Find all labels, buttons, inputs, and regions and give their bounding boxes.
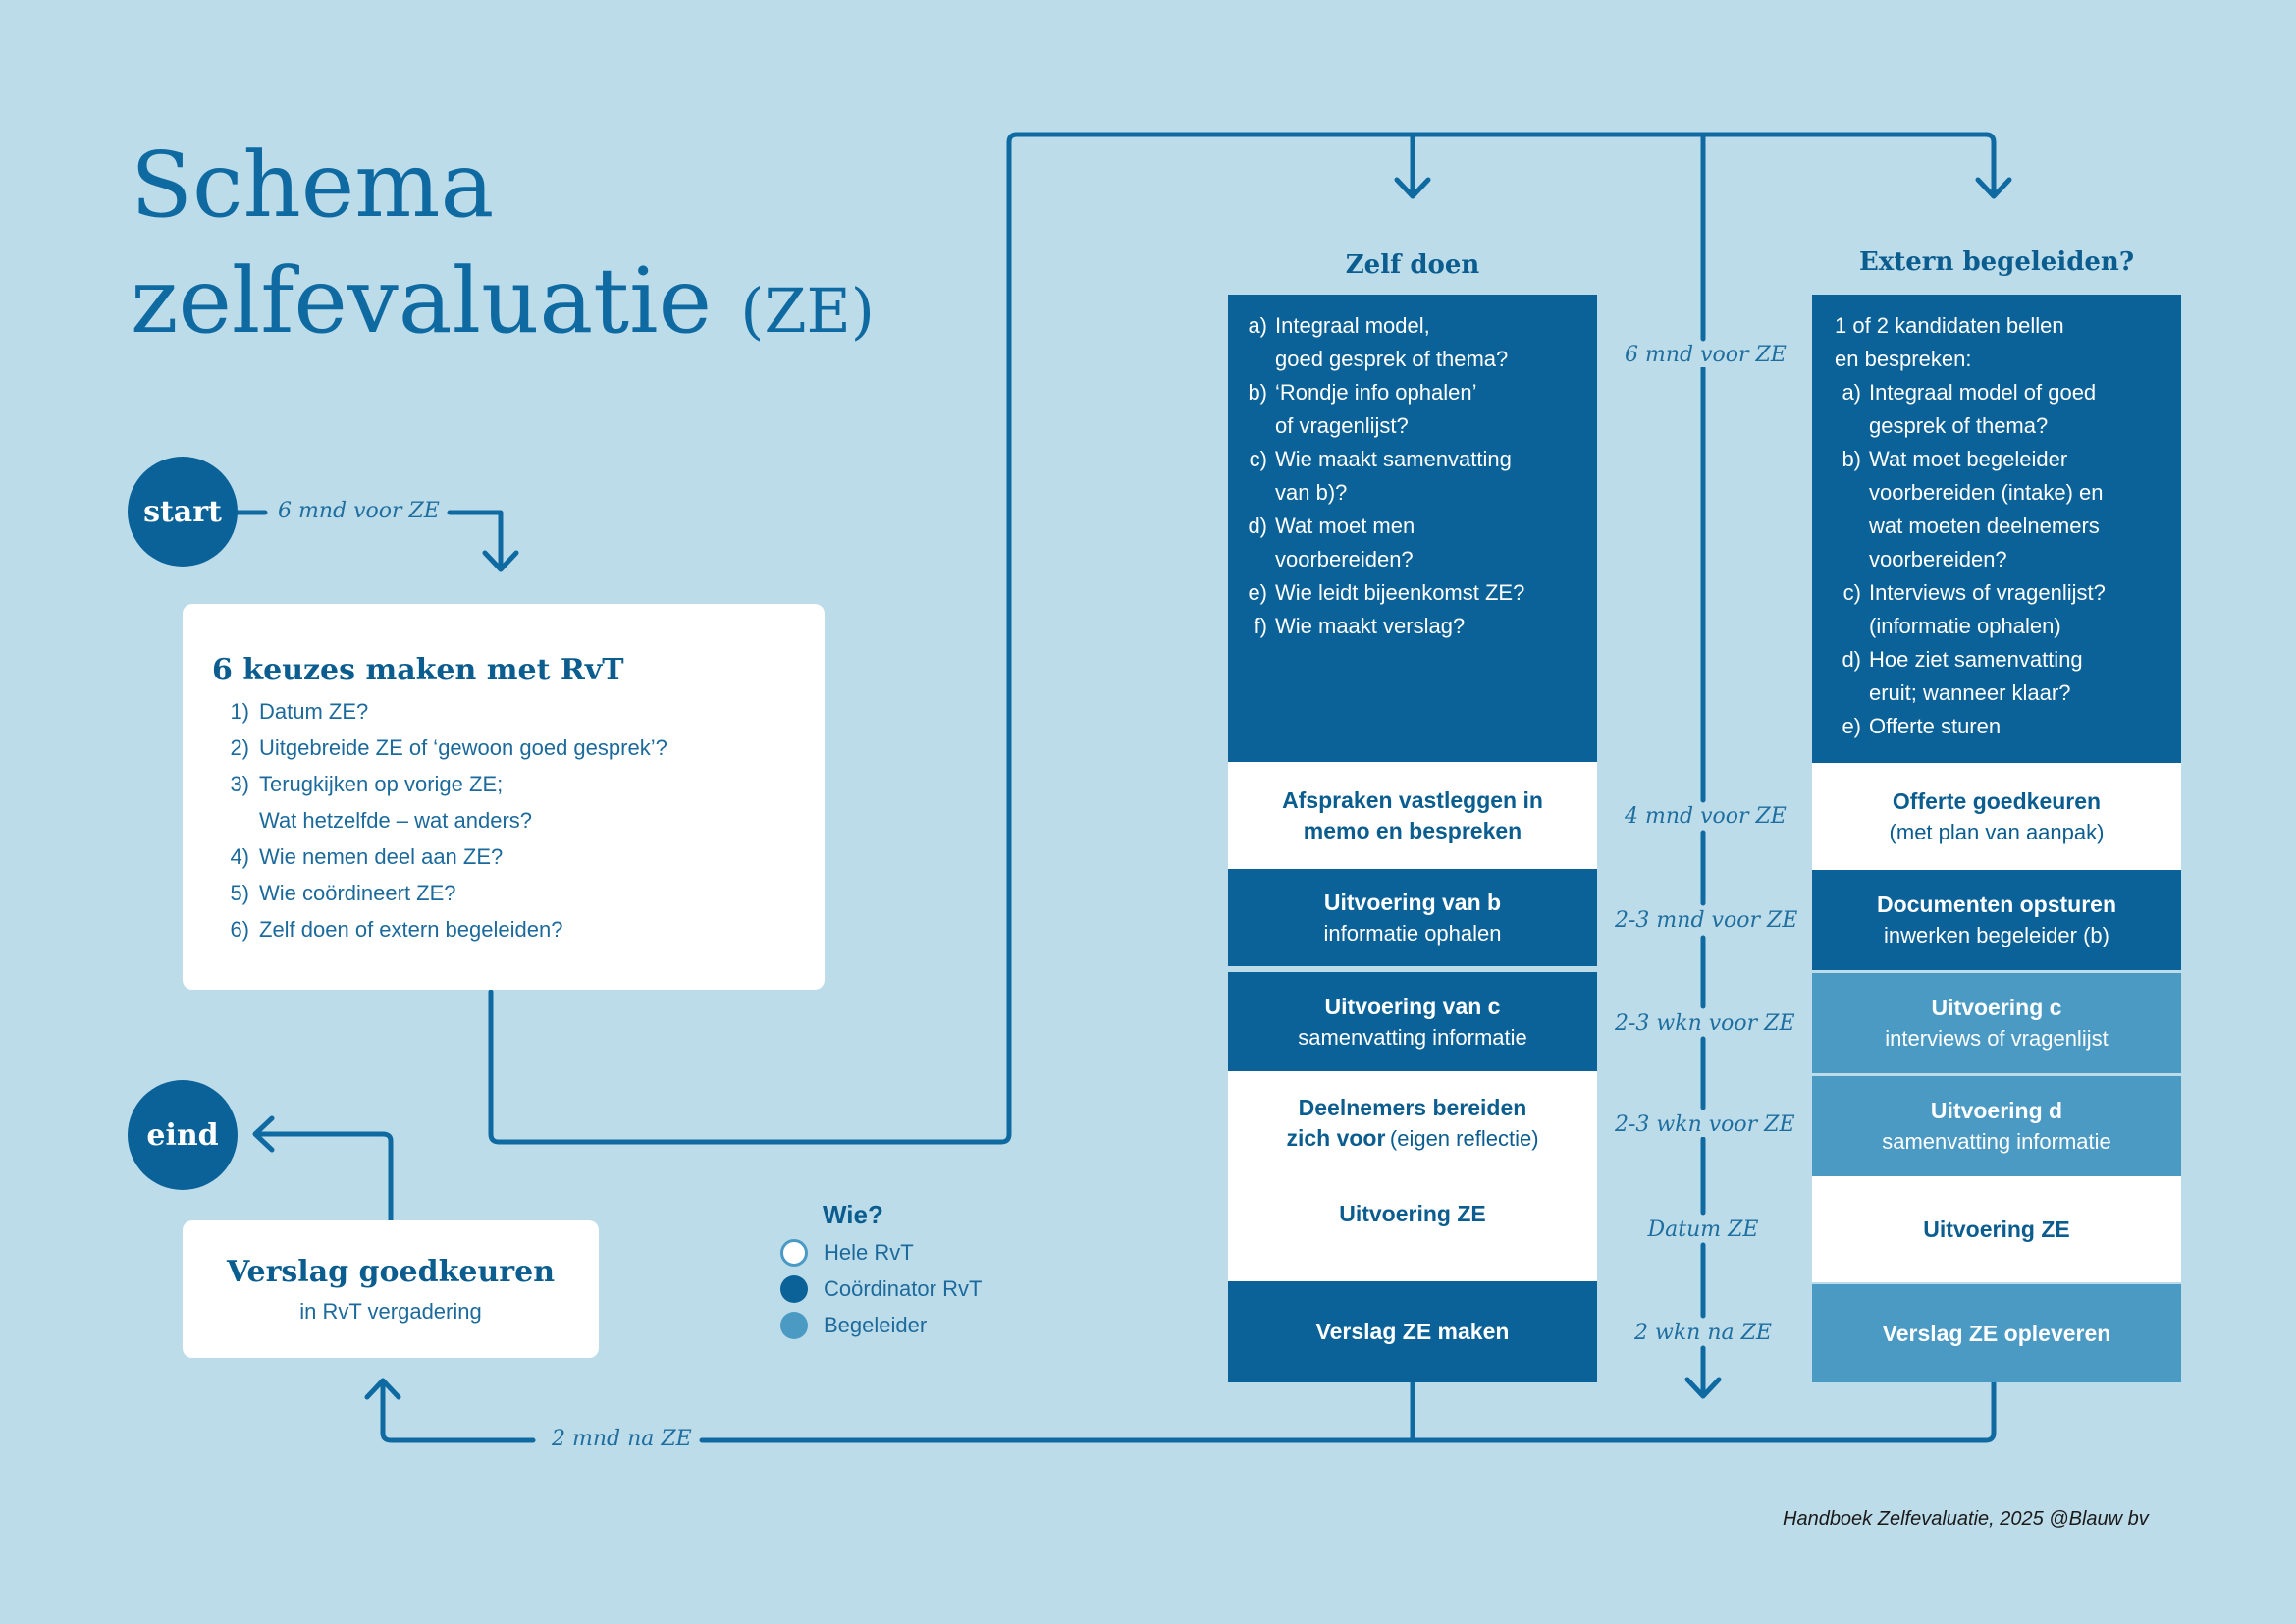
choice-item: 4)Wie nemen deel aan ZE?	[230, 844, 504, 869]
legend-item-begeleider: Begeleider	[780, 1312, 927, 1339]
zelf-doen-heading: Zelf doen	[1345, 250, 1480, 280]
page-title: Schema zelfevaluatie (ZE)	[131, 128, 875, 369]
legend-dot	[780, 1239, 808, 1267]
extern-questions-list: 1 of 2 kandidaten bellen en bespreken: a…	[1835, 309, 2106, 743]
timeline-label: 2-3 wkn voor ZE	[1615, 1011, 1795, 1036]
extern-intro-line: en bespreken:	[1835, 347, 1972, 371]
legend-dot	[780, 1275, 808, 1303]
extern-step-offerte: Offerte goedkeuren (met plan van aanpak)	[1812, 763, 2181, 870]
zelf-questions-list: a)Integraal model,goed gesprek of thema?…	[1241, 309, 1524, 643]
title-suffix: (ZE)	[740, 275, 875, 347]
choices-box: 6 keuzes maken met RvT 1)Datum ZE? 2)Uit…	[183, 604, 825, 990]
choices-heading: 6 keuzes maken met RvT	[212, 653, 624, 687]
extern-intro-line: 1 of 2 kandidaten bellen	[1835, 313, 2064, 338]
timeline-label: 4 mnd voor ZE	[1625, 804, 1787, 829]
question-item: c)Interviews of vragenlijst?(informatie …	[1842, 580, 2106, 638]
extern-step-uitvoering-ze: Uitvoering ZE	[1812, 1176, 2181, 1282]
start-circle: start	[128, 457, 238, 567]
zelf-step-uitvoering-ze: Uitvoering ZE	[1339, 1201, 1486, 1226]
timeline-label: Datum ZE	[1625, 1218, 1782, 1242]
footer-credit: Handboek Zelfevaluatie, 2025 @Blauw bv	[1783, 1508, 2149, 1530]
timeline-label: 6 mnd voor ZE	[1625, 343, 1787, 367]
question-item: a)Integraal model,goed gesprek of thema?	[1248, 313, 1509, 371]
bottom-time-label: 2 mnd na ZE	[548, 1427, 696, 1451]
question-item: f)Wie maakt verslag?	[1254, 614, 1466, 638]
choice-item: 5)Wie coördineert ZE?	[230, 881, 456, 905]
title-line-1: Schema	[131, 133, 495, 238]
zelf-step-uitvoering-b: Uitvoering van b informatie ophalen	[1228, 869, 1597, 969]
legend-dot	[780, 1312, 808, 1339]
question-item: e)Offerte sturen	[1842, 714, 2002, 738]
extern-step-uitvoering-d: Uitvoering d samenvatting informatie	[1812, 1076, 2181, 1176]
choice-item: 2)Uitgebreide ZE of ‘gewoon goed gesprek…	[230, 735, 667, 760]
choice-item: 6)Zelf doen of extern begeleiden?	[230, 917, 563, 942]
zelf-questions-box	[1228, 295, 1597, 762]
extern-step-documenten: Documenten opsturen inwerken begeleider …	[1812, 870, 2181, 970]
report-approval-box: Verslag goedkeuren in RvT vergadering	[183, 1220, 599, 1358]
extern-questions-box	[1812, 295, 2181, 763]
choice-item: 3)Terugkijken op vorige ZE;Wat hetzelfde…	[230, 772, 533, 833]
extern-heading: Extern begeleiden?	[1858, 247, 2135, 277]
question-item: b)‘Rondje info ophalen’of vragenlijst?	[1248, 380, 1477, 438]
choices-list: 1)Datum ZE? 2)Uitgebreide ZE of ‘gewoon …	[212, 693, 667, 947]
zelf-step-afspraken: Afspraken vastleggen in memo en bespreke…	[1228, 762, 1597, 869]
start-time-label: 6 mnd voor ZE	[274, 499, 444, 523]
title-line-2: zelfevaluatie (ZE)	[131, 244, 875, 369]
timeline-label: 2-3 mnd voor ZE	[1615, 908, 1798, 933]
zelf-step-uitvoering-c: Uitvoering van c samenvatting informatie	[1228, 972, 1597, 1071]
report-subtitle: in RvT vergadering	[299, 1298, 482, 1324]
timeline-label: 2 wkn na ZE	[1625, 1321, 1782, 1345]
extern-step-uitvoering-c: Uitvoering c interviews of vragenlijst	[1812, 973, 2181, 1073]
extern-step-verslag: Verslag ZE opleveren	[1812, 1284, 2181, 1382]
question-item: e)Wie leidt bijeenkomst ZE?	[1248, 580, 1525, 605]
zelf-step-verslag: Verslag ZE maken	[1228, 1281, 1597, 1382]
legend-title: Wie?	[823, 1200, 883, 1229]
report-title: Verslag goedkeuren	[227, 1254, 555, 1289]
legend-item-hele-rvt: Hele RvT	[780, 1239, 914, 1267]
timeline-label: 2-3 wkn voor ZE	[1615, 1112, 1795, 1137]
zelf-step-deelnemers: Deelnemers bereiden zich voor (eigen ref…	[1228, 1071, 1597, 1281]
choice-item: 1)Datum ZE?	[230, 699, 369, 724]
end-circle: eind	[128, 1080, 238, 1190]
title-main: zelfevaluatie	[131, 248, 713, 353]
legend-item-coordinator: Coördinator RvT	[780, 1275, 982, 1303]
